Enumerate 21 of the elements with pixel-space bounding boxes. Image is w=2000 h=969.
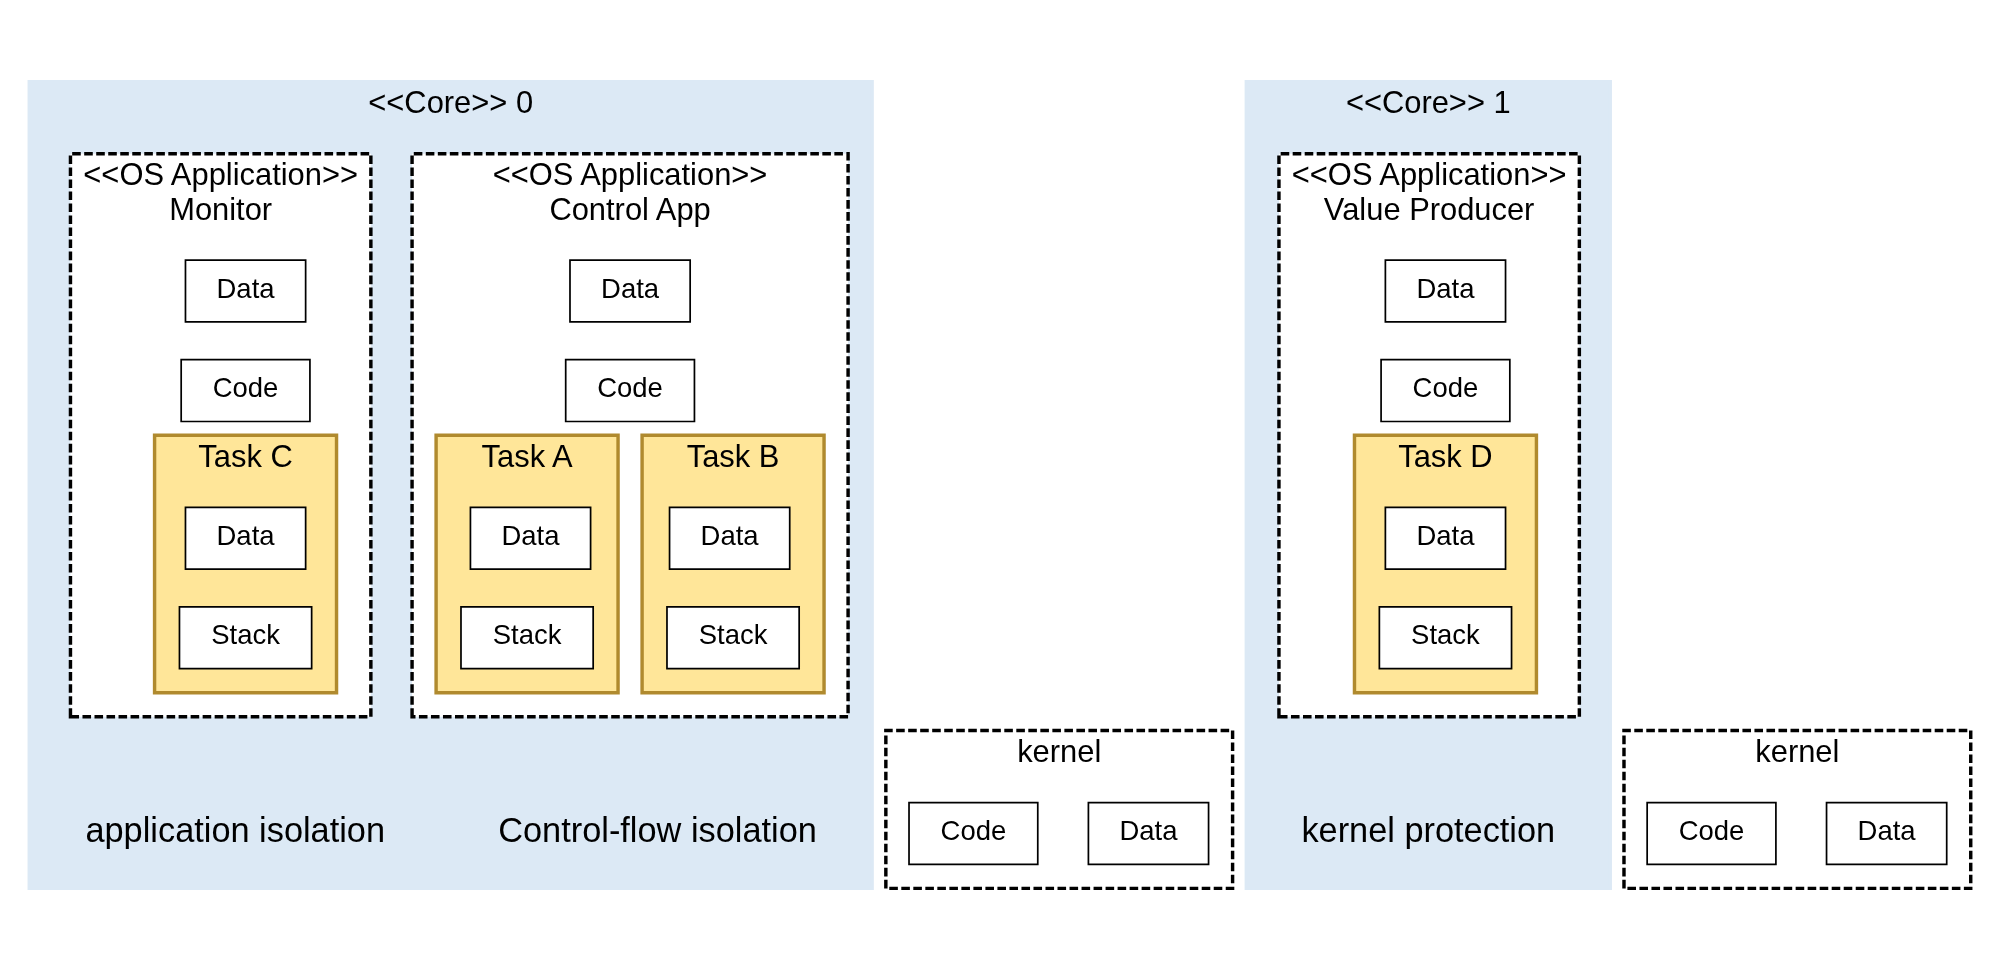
- label: kernel protection: [1301, 810, 1556, 849]
- node-box: Data: [469, 505, 592, 570]
- node-box: Stack: [666, 605, 800, 670]
- node-box: Data: [1087, 801, 1210, 865]
- node-box: Code: [908, 801, 1039, 865]
- node-box: Stack: [178, 605, 313, 670]
- node-box: Code: [1380, 358, 1511, 422]
- node-box: Stack: [1378, 605, 1513, 670]
- node-box: Data: [1825, 801, 1948, 865]
- node-box: Data: [1384, 258, 1507, 323]
- node-box: Data: [668, 505, 791, 570]
- node-box: Data: [184, 258, 307, 323]
- label: application isolation: [85, 810, 386, 849]
- node-box: Data: [1384, 505, 1507, 570]
- node-box: Code: [564, 358, 696, 422]
- node-box: Code: [180, 358, 311, 422]
- label: Control-flow isolation: [498, 810, 817, 849]
- node-box: Data: [569, 258, 691, 323]
- node-box: Data: [184, 505, 307, 570]
- node-box: Stack: [460, 605, 595, 670]
- node-box: Code: [1646, 801, 1777, 865]
